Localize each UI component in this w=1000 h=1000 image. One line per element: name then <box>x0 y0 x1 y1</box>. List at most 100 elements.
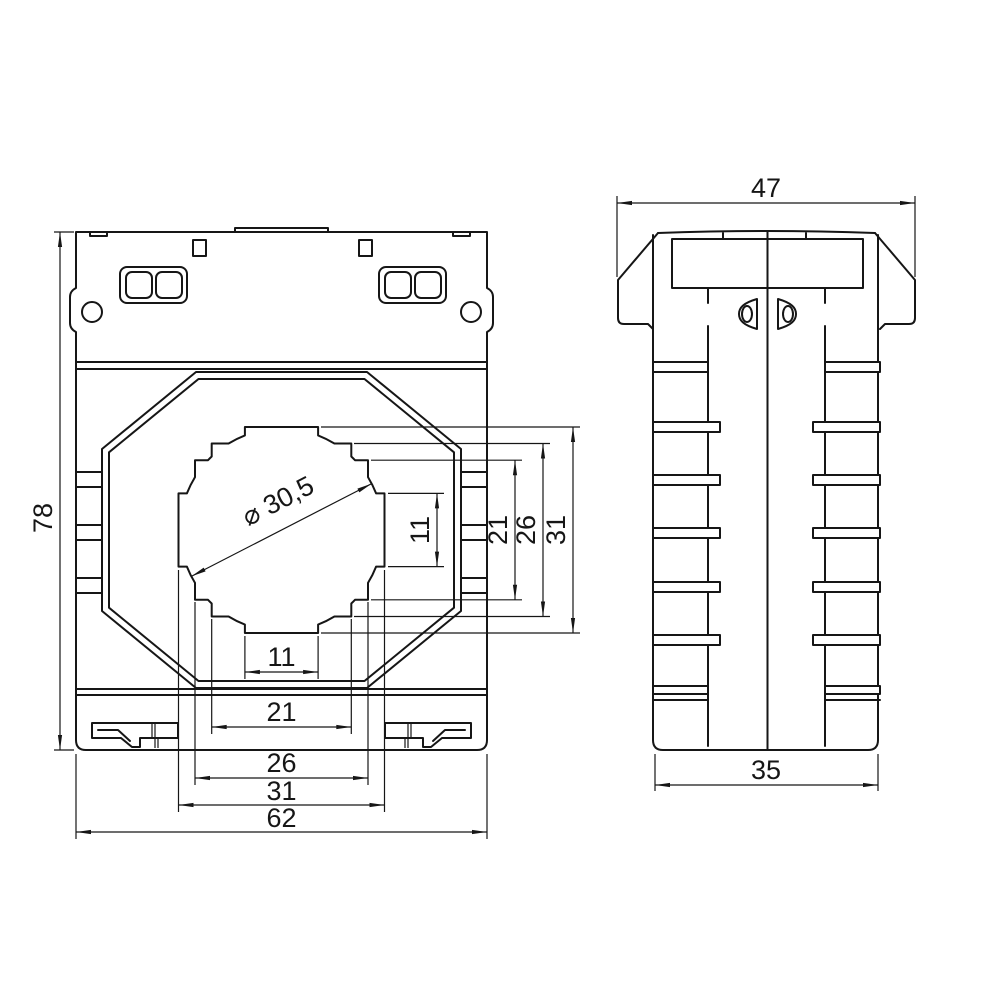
side-top-edge <box>657 230 876 234</box>
side-wing-left <box>617 232 659 330</box>
rib <box>75 471 103 488</box>
front-body-outline <box>69 231 494 751</box>
dim-right-26: 26 <box>354 442 550 618</box>
collar-band-right <box>824 361 881 373</box>
ribs-side-left <box>652 421 721 646</box>
din-clip-hook <box>97 729 131 742</box>
clip-frame <box>378 266 447 304</box>
extension-line <box>354 442 550 618</box>
extension-line <box>616 196 916 277</box>
dim-front-height: 78 <box>28 231 74 751</box>
dim-right-21: 21 <box>371 459 522 601</box>
dim-bottom-11: 11 <box>244 636 319 679</box>
eye-hole <box>782 305 794 323</box>
extension-line <box>321 426 580 634</box>
dim-label-47: 47 <box>751 173 781 203</box>
top-slot-right <box>358 239 373 257</box>
front-view: 78 62 31 26 21 11 11 <box>28 227 580 839</box>
din-clip-left <box>91 722 179 748</box>
octagon-inner <box>108 378 455 682</box>
dim-bottom-31: 31 <box>177 570 386 812</box>
dim-label-26: 26 <box>266 748 296 778</box>
ribs-side-right <box>812 421 881 646</box>
side-wing-right <box>874 232 916 330</box>
window-opening <box>177 426 386 634</box>
dim-right-31: 31 <box>321 426 580 634</box>
bottom-band-left <box>652 685 709 695</box>
rib <box>652 634 721 646</box>
screw-eye-right <box>777 298 797 330</box>
dim-label-26: 26 <box>511 515 541 545</box>
din-clip-outline <box>91 722 179 748</box>
din-clip-right <box>384 722 472 748</box>
rib <box>460 471 488 488</box>
extension-line <box>211 619 352 734</box>
clip-window <box>414 271 442 299</box>
lower-shelf-line <box>75 688 488 696</box>
dim-label-11: 11 <box>405 516 435 544</box>
eye-outline <box>738 298 758 330</box>
din-clip-divider <box>151 723 159 748</box>
screw-eye-left <box>738 298 758 330</box>
extension-line <box>177 570 386 812</box>
clip-window <box>155 271 183 299</box>
extension-line <box>54 231 74 751</box>
extension-line <box>75 754 488 839</box>
dim-window-diameter: ⌀ 30,5 <box>191 470 372 577</box>
dim-label-35: 35 <box>751 755 781 785</box>
collar-band-left <box>652 361 709 373</box>
dim-label-31: 31 <box>266 776 296 806</box>
din-clip-hook <box>432 729 466 742</box>
extension-line <box>388 492 444 568</box>
eye-hole <box>741 305 753 323</box>
dim-side-width-bottom: 35 <box>654 754 879 791</box>
rib <box>812 474 881 486</box>
top-edge-ticks <box>722 232 807 240</box>
mount-hole-left <box>81 301 103 323</box>
rib <box>812 421 881 433</box>
rib <box>812 581 881 593</box>
side-view: 47 35 <box>616 173 916 791</box>
bottom-band-right <box>824 685 881 695</box>
dim-label-11: 11 <box>267 642 295 672</box>
din-clip-outline <box>384 722 472 748</box>
mount-hole-right <box>460 301 482 323</box>
din-clip-divider <box>404 723 412 748</box>
rib <box>812 527 881 539</box>
top-slot-left <box>192 239 207 257</box>
clip-frame <box>119 266 188 304</box>
top-notch-right <box>452 231 471 237</box>
dim-bottom-26: 26 <box>194 602 369 785</box>
octagon-outer <box>101 371 462 689</box>
rib <box>652 581 721 593</box>
extension-line <box>371 459 522 601</box>
rib <box>652 527 721 539</box>
rib <box>75 524 103 541</box>
side-ribs-front-right <box>460 471 488 594</box>
rib <box>460 577 488 594</box>
dim-label-21: 21 <box>483 515 513 545</box>
dim-side-width-top: 47 <box>616 173 916 277</box>
rib <box>652 421 721 433</box>
terminal-clip-right <box>378 266 447 304</box>
top-center-ridge <box>234 227 329 233</box>
dimension-line <box>191 483 372 577</box>
dim-front-width: 62 <box>75 754 488 839</box>
clip-window <box>384 271 412 299</box>
eye-outline <box>777 298 797 330</box>
dim-bottom-21: 21 <box>211 619 352 734</box>
side-body-outline <box>652 234 879 751</box>
clip-window <box>125 271 153 299</box>
dim-label-31: 31 <box>541 515 571 545</box>
dim-right-11: 11 <box>388 492 444 568</box>
side-ribs-front-left <box>75 471 103 594</box>
dim-label-62: 62 <box>266 803 296 833</box>
dim-label-diameter: ⌀ 30,5 <box>237 470 319 532</box>
rib <box>652 474 721 486</box>
rib <box>460 524 488 541</box>
dim-label-21: 21 <box>266 697 296 727</box>
upper-shelf-line <box>75 361 488 370</box>
dim-label-78: 78 <box>28 503 58 533</box>
rib <box>812 634 881 646</box>
